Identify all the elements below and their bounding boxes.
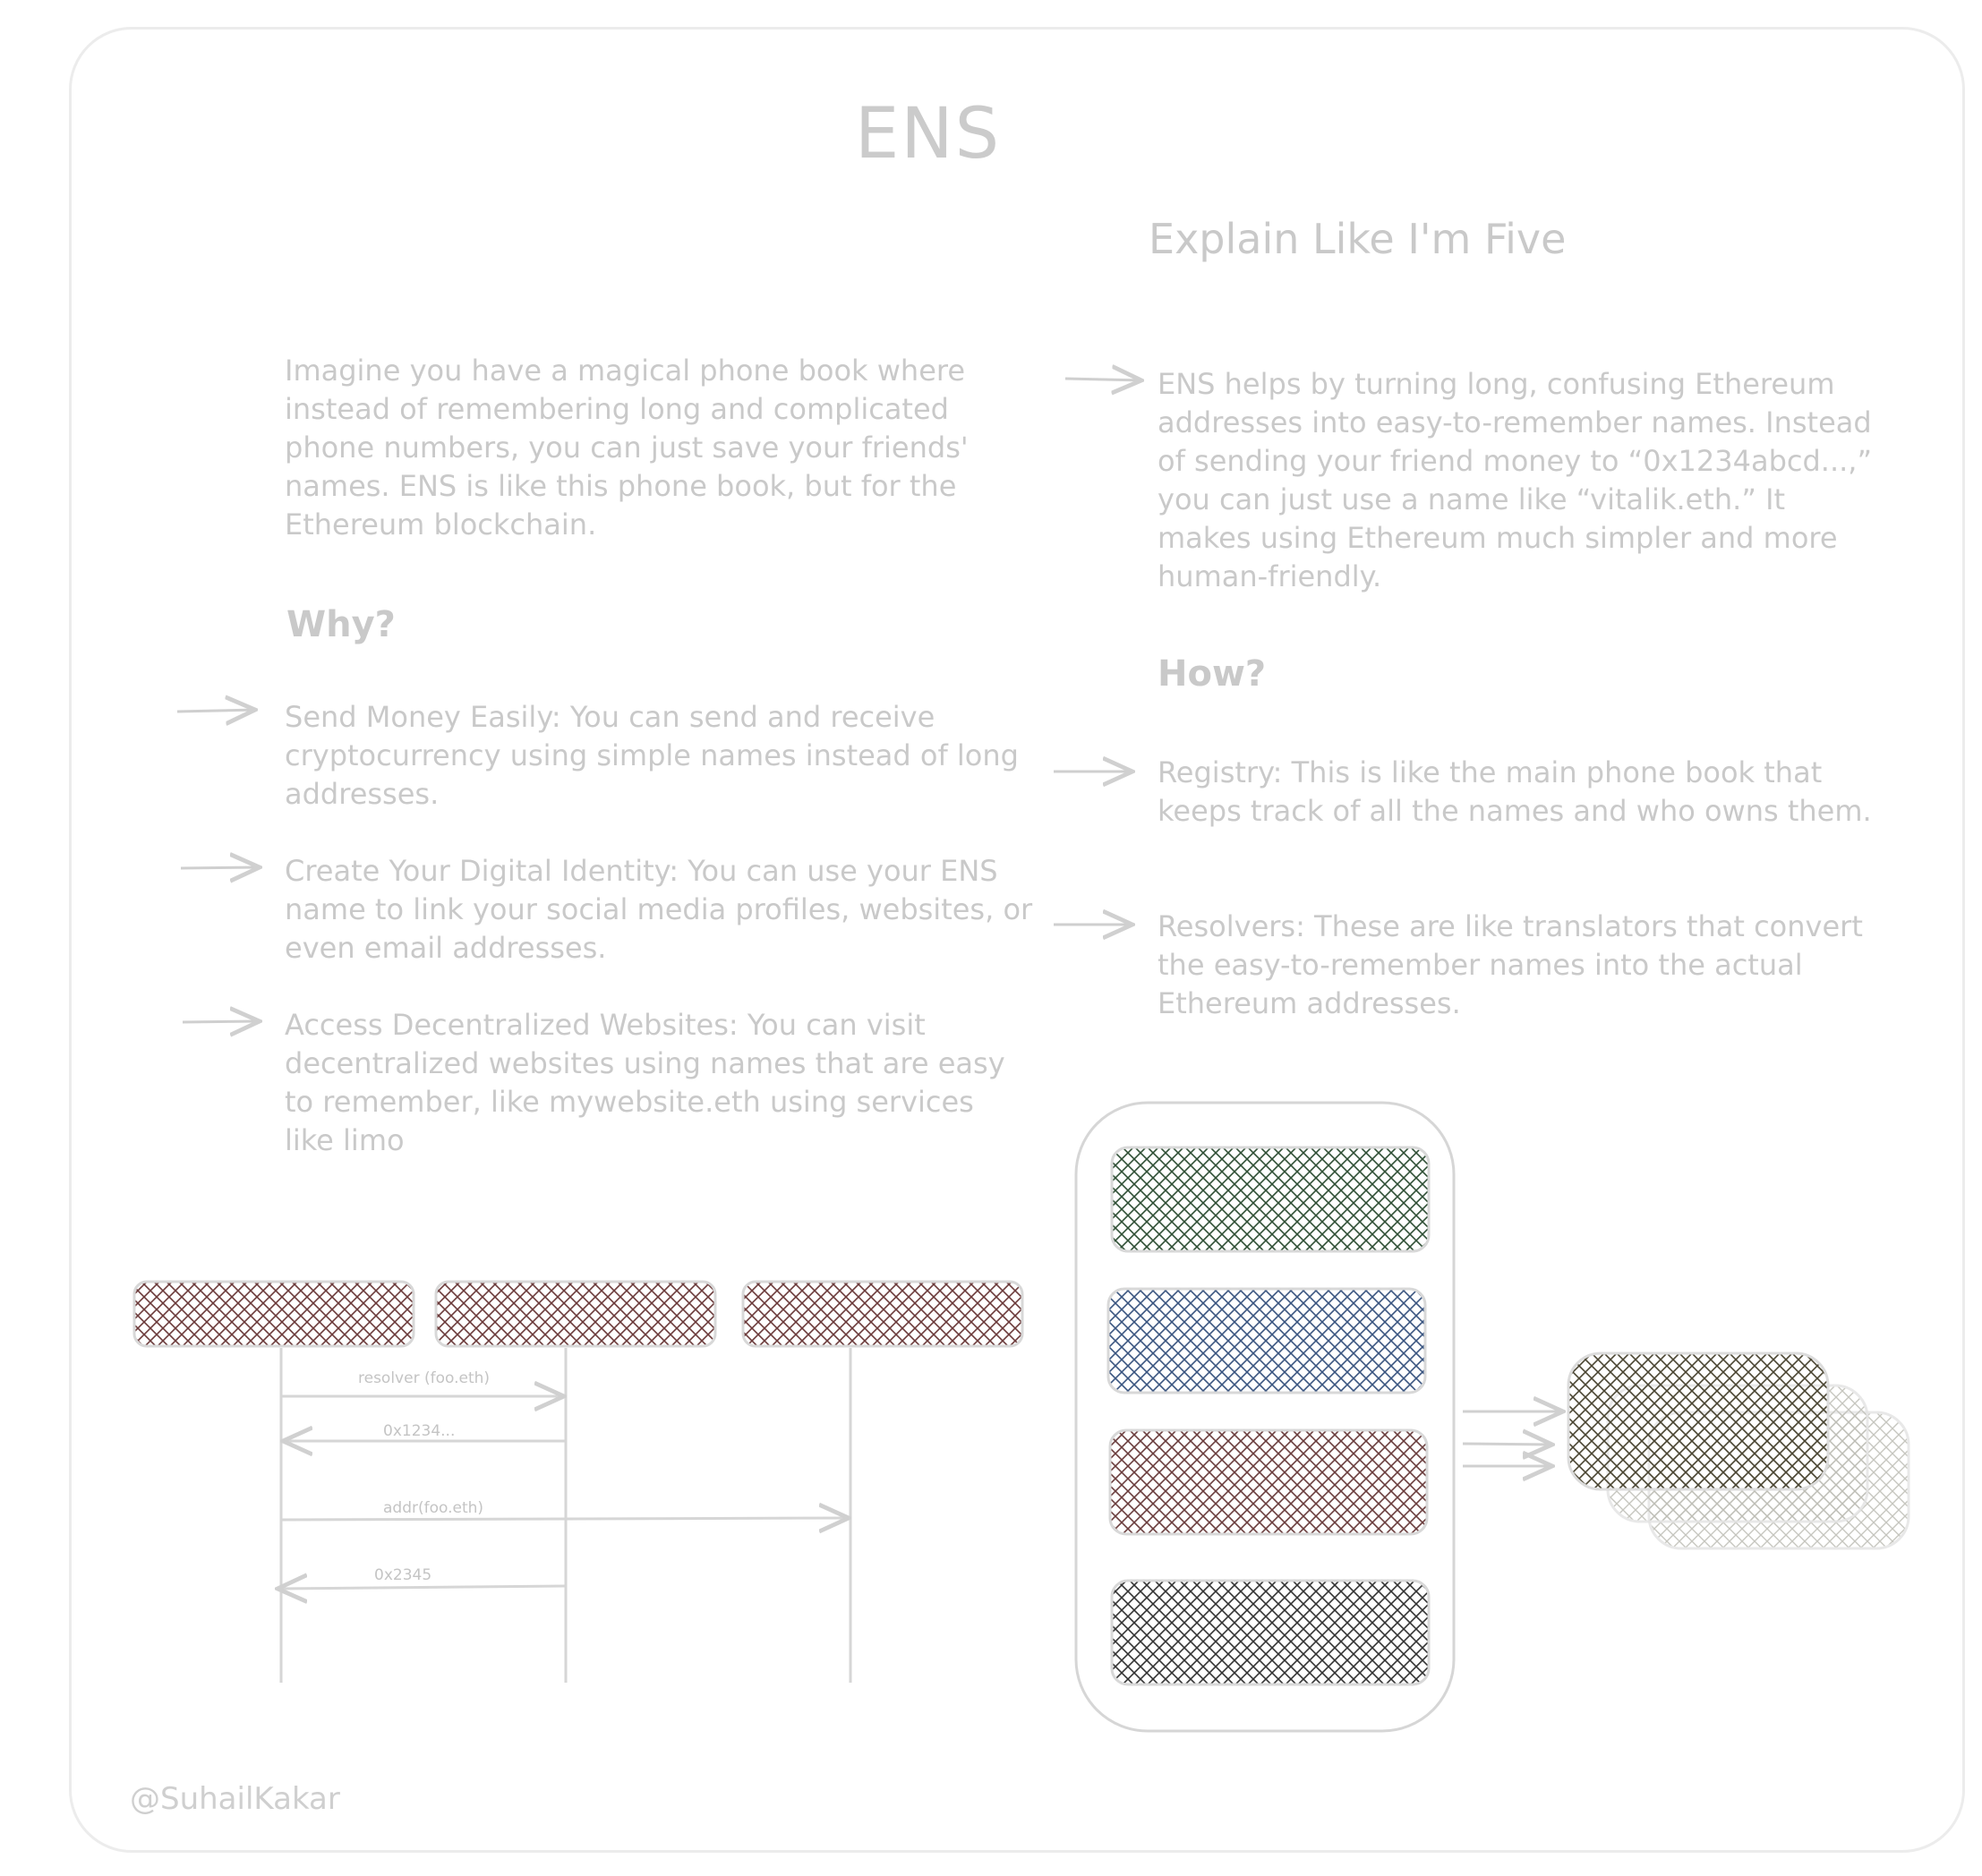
registry-container	[1074, 1101, 1456, 1733]
why-item-send-money: Send Money Easily: You can send and rece…	[285, 700, 1019, 811]
participant-box-user	[132, 1280, 415, 1348]
registry-record-blue	[1106, 1287, 1427, 1394]
diagram-card	[69, 27, 1965, 1853]
registry-record-green	[1110, 1146, 1431, 1253]
registry-record-black	[1110, 1579, 1431, 1686]
registry-record-maroon	[1108, 1428, 1429, 1536]
arrow-icon	[182, 1021, 260, 1022]
message-arrow	[280, 1518, 849, 1520]
how-heading: How?	[1158, 653, 1267, 695]
message-label: 0x2345	[374, 1566, 431, 1584]
message-arrow	[278, 1586, 567, 1589]
participant-box-resolver	[741, 1280, 1024, 1348]
why-item-decentralized-websites: Access Decentralized Websites: You can v…	[285, 1008, 1005, 1157]
how-item-registry: Registry: This is like the main phone bo…	[1158, 755, 1872, 828]
intro-paragraph: Imagine you have a magical phone book wh…	[285, 354, 969, 541]
arrow-icon	[1064, 379, 1141, 380]
arrow-icon	[176, 710, 255, 712]
arrow-icon	[1462, 1444, 1552, 1445]
eli5-paragraph: ENS helps by turning long, confusing Eth…	[1158, 367, 1873, 593]
message-label: 0x1234...	[383, 1422, 455, 1440]
page-title: ENS	[855, 94, 1002, 175]
why-heading: Why?	[286, 604, 396, 645]
arrow-icon	[180, 867, 260, 868]
author-handle: @SuhailKakar	[130, 1781, 340, 1817]
eli5-heading: Explain Like I'm Five	[1149, 215, 1567, 263]
message-label: addr(foo.eth)	[383, 1499, 483, 1517]
how-item-resolvers: Resolvers: These are like translators th…	[1158, 909, 1863, 1020]
why-item-digital-identity: Create Your Digital Identity: You can us…	[285, 854, 1033, 965]
message-label: resolver (foo.eth)	[358, 1369, 490, 1387]
participant-box-registry	[434, 1280, 717, 1348]
resolver-card-front	[1567, 1352, 1830, 1491]
